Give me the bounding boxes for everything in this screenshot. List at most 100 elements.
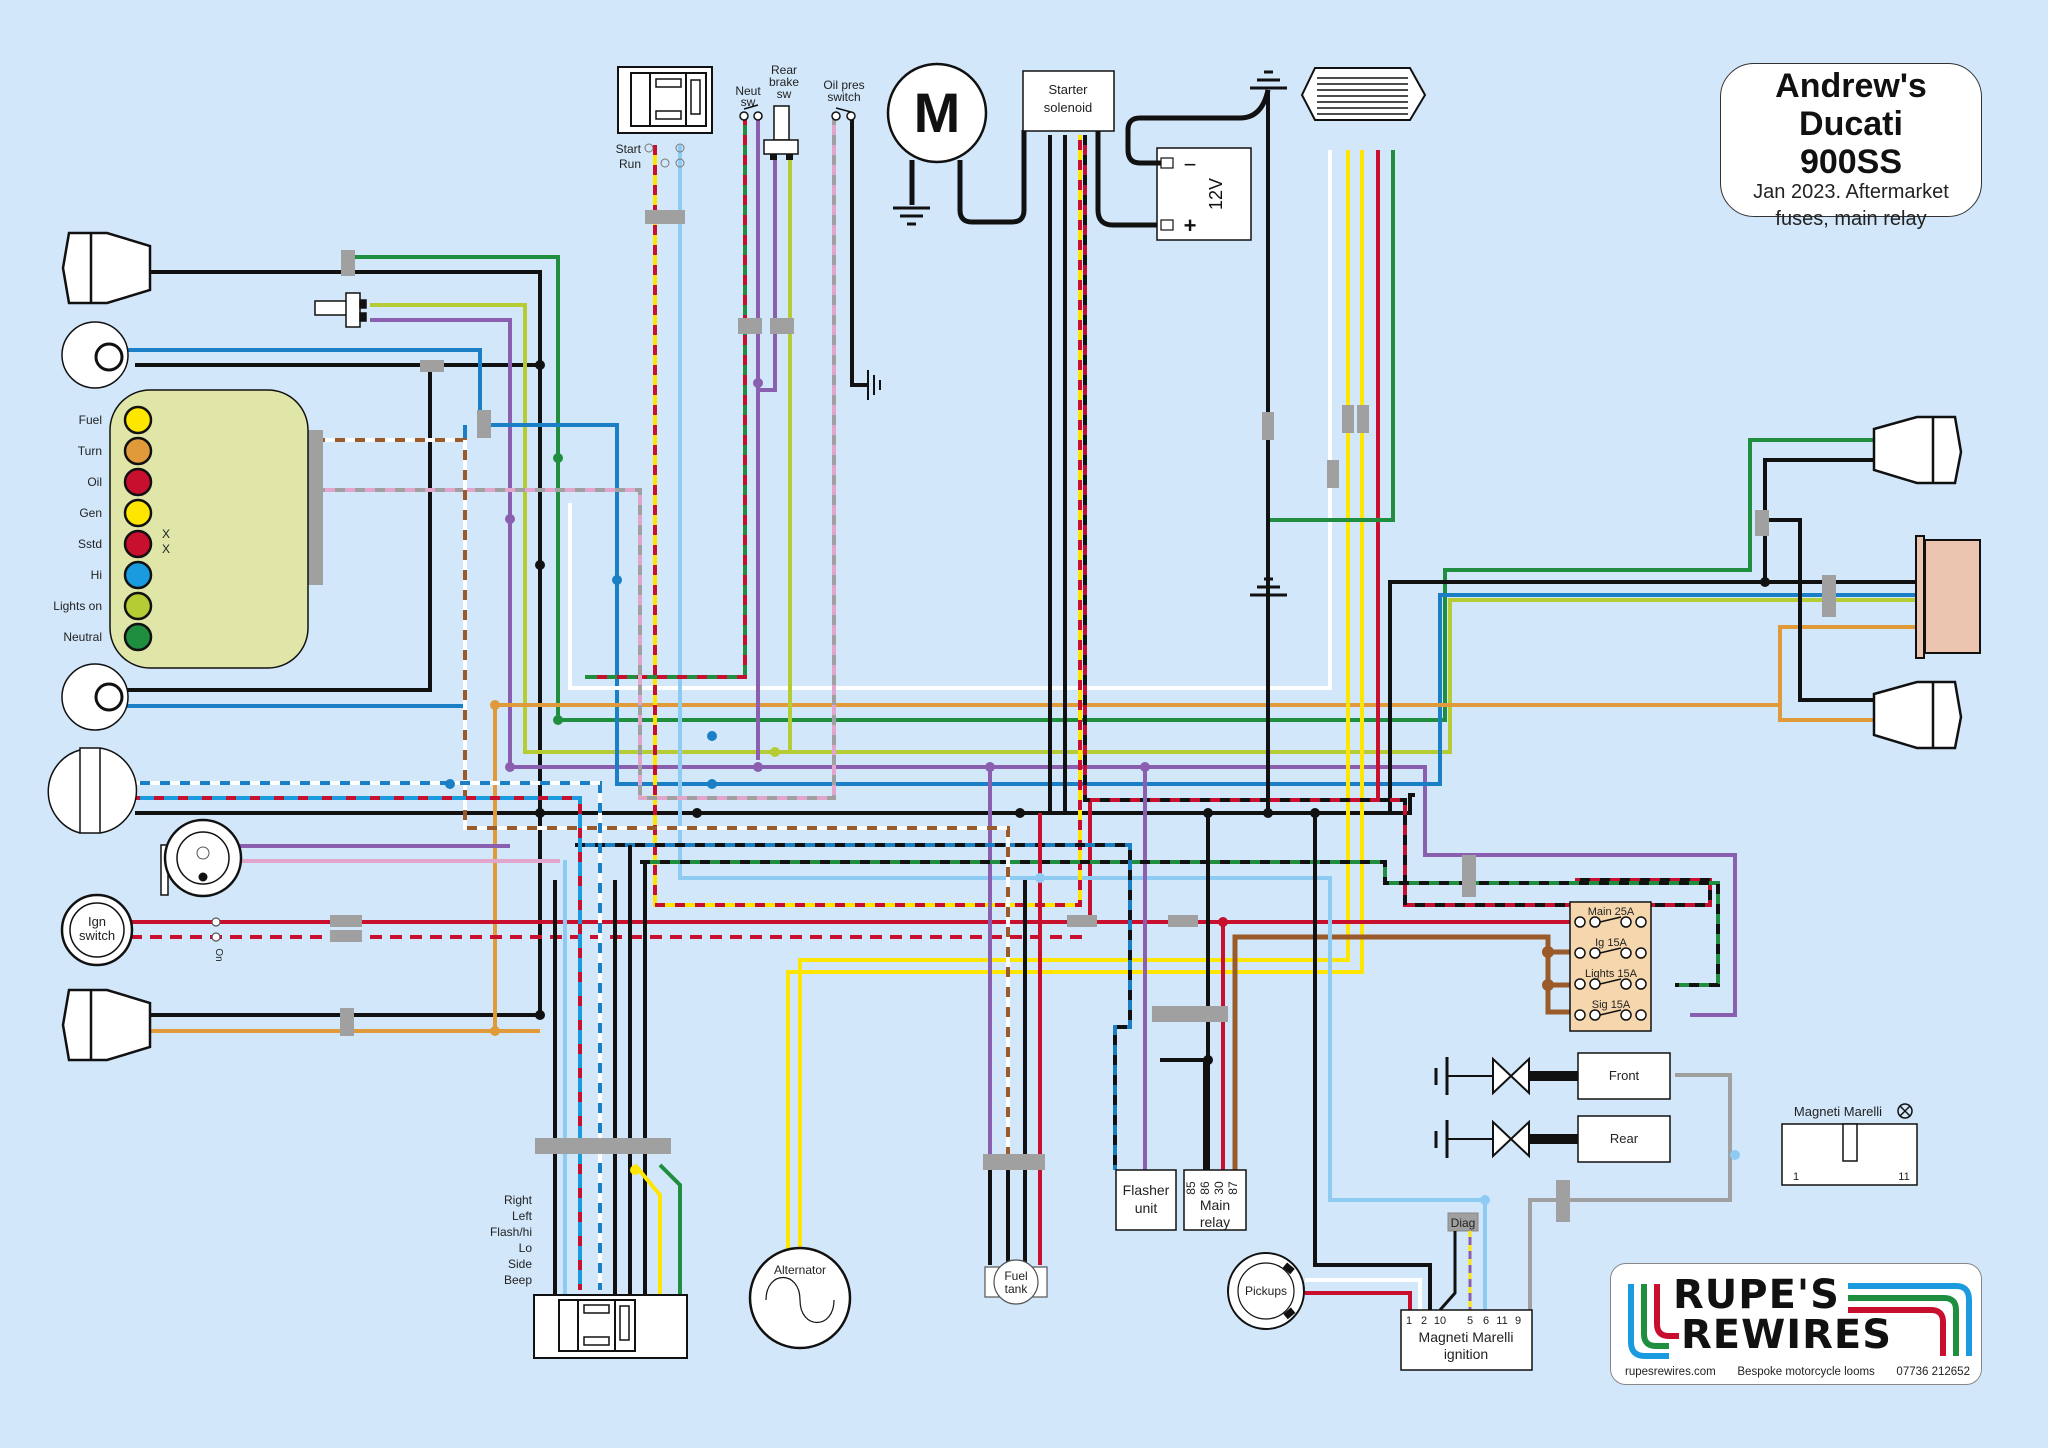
fuel-sender-body	[993, 1259, 1039, 1305]
warning-light-label: Oil	[87, 475, 102, 489]
junction-dot	[1203, 1055, 1213, 1065]
fuse-terminal	[1589, 916, 1601, 928]
left-switch-function-label: Flash/hi	[490, 1225, 532, 1239]
wire-brown-white-b	[265, 438, 1010, 1170]
pickups: Pickups	[1227, 1252, 1305, 1330]
wire-red-black-dash	[1083, 135, 1712, 907]
junction-dot	[1015, 808, 1025, 818]
logo-footer: rupesrewires.com Bespoke motorcycle loom…	[1625, 1366, 1970, 1378]
connector-block	[1462, 855, 1476, 897]
fuse-element	[1599, 978, 1622, 985]
connector-block	[340, 1008, 354, 1036]
wire-black-tail	[110, 365, 432, 692]
fuse-terminal	[1574, 1009, 1586, 1021]
solenoid-battery-wire	[1095, 131, 1160, 228]
fuse-element	[1599, 947, 1622, 954]
fuse-terminal	[1589, 978, 1601, 990]
oil-pres-label-2: switch	[827, 90, 860, 104]
junction-dot	[707, 779, 717, 789]
logo-stripe-green	[1641, 1284, 1669, 1349]
mm-connector-key-slot	[1842, 1123, 1858, 1162]
fuse-element	[1599, 916, 1622, 923]
ignition-switch[interactable]: Ign switch On	[60, 893, 224, 967]
spark-gap-icon	[1492, 1056, 1530, 1096]
solenoid-label-2: solenoid	[1044, 100, 1092, 115]
switch-button	[583, 1336, 610, 1346]
wire-red-reg	[1088, 150, 1380, 925]
connector-block	[330, 930, 362, 942]
tacho-gauge	[61, 663, 129, 731]
logo-tagline: Bespoke motorcycle looms	[1737, 1366, 1875, 1378]
logo-box[interactable]: RUPE'S REWIRES rupesrewires.com Bespoke …	[1610, 1263, 1982, 1385]
wire-green-black-lights-b	[640, 860, 1720, 987]
switch-housing[interactable]	[533, 1294, 688, 1359]
unused-terminal-mark: X	[162, 527, 170, 541]
fuse-terminal	[1589, 1009, 1601, 1021]
switch-rocker	[619, 1305, 630, 1341]
logo-website-link[interactable]: rupesrewires.com	[1625, 1366, 1716, 1378]
fuse-terminal	[1574, 947, 1586, 959]
junction-dot	[612, 575, 622, 585]
warning-light-lamp	[123, 467, 153, 497]
brake-sw-plunger	[773, 105, 790, 141]
right-handlebar-switch[interactable]: Start Run	[616, 66, 713, 171]
indicator-rear-right	[1872, 680, 1963, 750]
solenoid-box	[1022, 70, 1115, 132]
relay-pin-87: 87	[1226, 1181, 1240, 1195]
mm-connector-title: Magneti Marelli	[1794, 1104, 1882, 1119]
ign-switch-inner	[69, 902, 125, 958]
switch-button	[655, 78, 682, 88]
wire-yellow-red-start-b	[653, 135, 1082, 907]
wire-blue-black-flasher	[575, 843, 1132, 1170]
connector-block	[1327, 460, 1339, 488]
rear-brake-label-1: Rear	[771, 63, 797, 77]
ign-contact	[211, 917, 221, 927]
rear-brake-label-2: brake	[769, 75, 799, 89]
connector-block	[1556, 1180, 1570, 1222]
ac-wave-icon	[765, 1276, 835, 1324]
subtitle-line-2: fuses, main relay	[1775, 208, 1927, 230]
title-line-3: 900SS	[1799, 143, 1903, 181]
junction-dot	[1263, 808, 1273, 818]
flasher-box	[1115, 1169, 1177, 1231]
fuse-terminal	[1620, 1009, 1632, 1021]
ign-pin-10: 10	[1434, 1315, 1446, 1327]
neut-sw-contact	[753, 111, 763, 121]
pickups-inner	[1237, 1262, 1295, 1320]
motor-label: M	[914, 81, 961, 144]
left-switch-function-label: Beep	[504, 1273, 532, 1287]
logo-phone: 07736 212652	[1896, 1366, 1970, 1378]
wire-red-blue-b	[130, 796, 582, 1290]
relay-box	[1183, 1169, 1247, 1231]
left-switch-function-label: Left	[512, 1209, 533, 1223]
switch-contact	[644, 143, 654, 153]
wire-green-sw	[658, 1163, 682, 1295]
wire-purple-black	[756, 115, 1147, 1170]
fuse-label: Lights 15A	[1585, 968, 1638, 980]
coil-front-label: Front	[1609, 1068, 1640, 1083]
wire-white-pickup	[1305, 1278, 1422, 1310]
warning-light-label: Sstd	[78, 537, 102, 551]
junction-dot	[553, 715, 563, 725]
ign-pin-9: 9	[1515, 1315, 1521, 1327]
switch-housing[interactable]	[617, 66, 713, 134]
junction-dot	[505, 514, 515, 524]
junction-dot	[535, 360, 545, 370]
wire-blue-white-b	[130, 781, 602, 1290]
fuse-terminal	[1574, 978, 1586, 990]
relay-label-1: Main	[1200, 1197, 1230, 1213]
connector-block	[1152, 1006, 1228, 1022]
indicator-lamp-shape	[61, 988, 152, 1062]
battery-terminal-pos	[1160, 219, 1174, 231]
switch-inner	[558, 1299, 636, 1352]
junction-dot	[1218, 917, 1228, 927]
fuel-tank-label-2: tank	[1005, 1282, 1029, 1296]
gauge-inner	[94, 682, 124, 712]
wire-black-trunk	[135, 793, 1415, 815]
wire-pink-grey-oil	[320, 115, 836, 800]
wire-red-black-dash-b	[1083, 135, 1712, 907]
warning-light-lamp	[123, 591, 153, 621]
